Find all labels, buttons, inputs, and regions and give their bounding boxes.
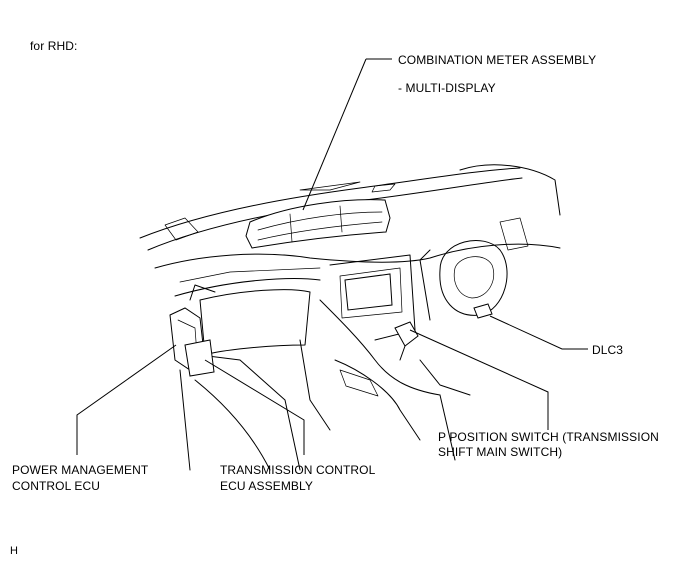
transmission-ecu-label-line2: ECU ASSEMBLY <box>220 479 314 493</box>
dashboard-outline <box>139 164 561 471</box>
p-position-switch-label-line2: SHIFT MAIN SWITCH) <box>438 445 563 459</box>
transmission-ecu-leader <box>204 359 305 455</box>
variant-label: for RHD: <box>30 39 78 53</box>
p-position-switch-label-line1: P POSITION SWITCH (TRANSMISSION <box>438 430 659 444</box>
power-management-leader <box>76 344 177 455</box>
dlc3-leader <box>489 315 588 350</box>
combination-meter-label: COMBINATION METER ASSEMBLY <box>398 53 597 67</box>
multi-display-label: - MULTI-DISPLAY <box>398 81 496 95</box>
dlc3-label: DLC3 <box>592 343 624 357</box>
figure-code: H <box>10 545 19 557</box>
p-position-switch-leader <box>409 329 549 430</box>
transmission-ecu-label-line1: TRANSMISSION CONTROL <box>220 463 376 477</box>
ecu-modules-part <box>169 307 215 377</box>
power-management-label-line2: CONTROL ECU <box>12 479 100 493</box>
combination-meter-leader-diag <box>302 58 367 211</box>
combination-meter-part <box>245 199 391 249</box>
power-management-label-line1: POWER MANAGEMENT <box>12 463 149 477</box>
